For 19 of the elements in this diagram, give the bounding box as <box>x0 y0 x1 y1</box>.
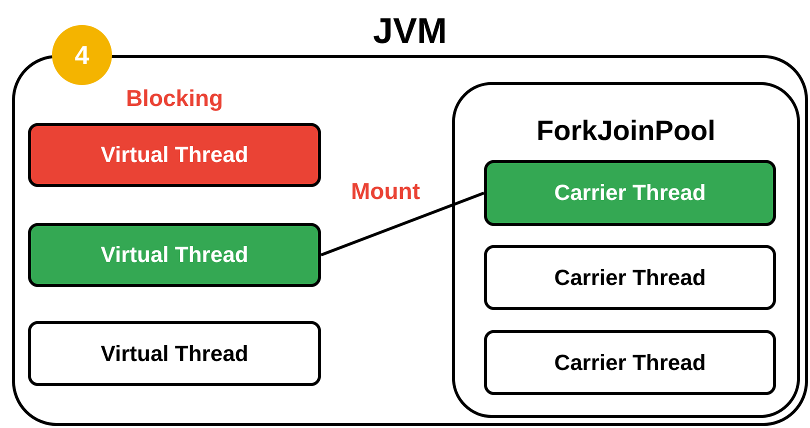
connector-line <box>320 192 485 256</box>
thread-label: Carrier Thread <box>554 264 706 290</box>
edge-label: Mount <box>350 178 421 205</box>
thread-box <box>28 321 321 386</box>
state-label: Blocking <box>124 85 224 112</box>
pool-box <box>452 82 800 418</box>
thread-box <box>28 123 321 187</box>
step-number: 4 <box>74 40 90 70</box>
pool-title: ForkJoinPool <box>536 115 716 147</box>
thread-box <box>28 223 321 287</box>
thread-label: Carrier Thread <box>554 350 706 376</box>
thread-label: Virtual Thread <box>100 142 248 168</box>
container-label: JVM <box>372 10 448 52</box>
thread-label: Virtual Thread <box>100 340 248 366</box>
thread-box <box>484 160 776 226</box>
thread-label: Carrier Thread <box>554 180 706 206</box>
thread-label: Virtual Thread <box>100 242 248 268</box>
thread-box <box>484 245 776 310</box>
thread-box <box>484 330 776 395</box>
